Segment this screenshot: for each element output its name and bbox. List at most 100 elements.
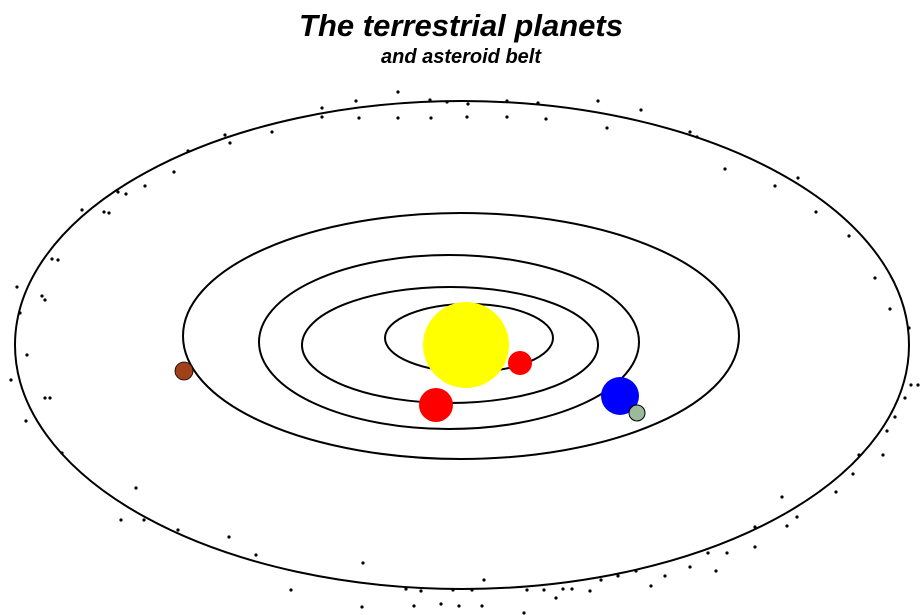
asteroid-dot	[814, 210, 818, 214]
asteroid-dot	[616, 574, 620, 578]
asteroid-dot	[412, 604, 416, 608]
asteroid-dot	[753, 545, 757, 549]
asteroid-dot	[40, 294, 44, 298]
asteroid-dot	[357, 116, 361, 120]
mercury-planet	[508, 351, 532, 375]
asteroid-dot	[25, 353, 29, 357]
asteroid-dot	[56, 258, 60, 262]
asteroid-dot	[80, 208, 84, 212]
asteroid-dot	[605, 126, 609, 130]
asteroid-dot	[466, 102, 470, 106]
asteroid-dot	[505, 99, 509, 103]
sun	[423, 302, 509, 388]
mars-planet	[174, 361, 194, 381]
asteroid-dot	[134, 486, 138, 490]
asteroid-dot	[124, 192, 128, 196]
moon	[628, 404, 646, 422]
asteroid-dot	[419, 589, 423, 593]
asteroid-dot	[270, 130, 274, 134]
asteroid-dot	[851, 472, 855, 476]
asteroid-dot	[172, 170, 176, 174]
asteroid-dot	[544, 117, 548, 121]
asteroid-dot	[320, 106, 324, 110]
asteroid-dot	[639, 108, 643, 112]
asteroid-dot	[107, 211, 111, 215]
asteroid-dot	[795, 515, 799, 519]
asteroid-dot	[505, 115, 509, 119]
asteroid-dot	[688, 130, 692, 134]
asteroid-dot	[480, 604, 484, 608]
asteroid-dot	[570, 587, 574, 591]
asteroid-dot	[706, 551, 710, 555]
asteroid-dot	[396, 116, 400, 120]
asteroid-dot	[50, 257, 54, 261]
asteroid-dot	[885, 429, 889, 433]
asteroid-dot	[482, 578, 486, 582]
asteroid-dot	[903, 396, 907, 400]
asteroid-dot	[588, 589, 592, 593]
asteroid-dot	[561, 587, 565, 591]
asteroid-dot	[451, 588, 455, 592]
asteroid-dot	[289, 588, 293, 592]
asteroid-dot	[780, 495, 784, 499]
asteroid-dot	[888, 307, 892, 311]
asteroid-dot	[24, 419, 28, 423]
asteroid-dot	[43, 396, 47, 400]
asteroid-dot	[116, 190, 120, 194]
asteroid-dot	[465, 115, 469, 119]
asteroid-dot	[873, 276, 877, 280]
asteroid-dot	[43, 298, 47, 302]
asteroid-dot	[445, 100, 449, 104]
asteroid-dot	[142, 518, 146, 522]
earth-orbit	[258, 254, 640, 430]
asteroid-dot	[525, 588, 529, 592]
asteroid-dot	[916, 383, 920, 387]
asteroid-dot	[893, 415, 897, 419]
asteroid-dot	[796, 176, 800, 180]
asteroid-dot	[254, 553, 258, 557]
asteroid-dot	[470, 588, 474, 592]
asteroid-dot	[522, 611, 526, 615]
asteroid-dot	[119, 518, 123, 522]
asteroid-dot	[695, 135, 699, 139]
asteroid-dot	[143, 184, 147, 188]
asteroid-dot	[554, 596, 558, 600]
venus-planet	[419, 388, 453, 422]
asteroid-dot	[320, 115, 324, 119]
asteroid-dot	[599, 578, 603, 582]
asteroid-dot	[360, 605, 364, 609]
asteroid-dot	[102, 210, 106, 214]
asteroid-dot	[186, 149, 190, 153]
asteroid-dot	[223, 133, 227, 137]
asteroid-dot	[909, 383, 913, 387]
diagram-subtitle: and asteroid belt	[381, 46, 542, 68]
asteroid-dot	[723, 167, 727, 171]
asteroid-dot	[227, 535, 231, 539]
asteroid-dot	[753, 525, 757, 529]
asteroid-dot	[15, 285, 19, 289]
asteroid-dot	[663, 574, 667, 578]
asteroid-dot	[847, 234, 851, 238]
asteroid-dot	[725, 551, 729, 555]
asteroid-dot	[439, 602, 443, 606]
asteroid-dot	[634, 569, 638, 573]
asteroid-dot	[688, 565, 692, 569]
asteroid-dot	[536, 101, 540, 105]
asteroid-dot	[429, 116, 433, 120]
asteroid-belt-dots	[9, 90, 920, 615]
asteroid-dot	[834, 490, 838, 494]
asteroid-dot	[907, 326, 911, 330]
asteroid-dot	[542, 588, 546, 592]
diagram-title: The terrestrial planets	[299, 8, 623, 43]
asteroid-dot	[354, 99, 358, 103]
asteroid-dot	[60, 451, 64, 455]
asteroid-dot	[857, 453, 861, 457]
asteroid-dot	[428, 98, 432, 102]
asteroid-dot	[457, 604, 461, 608]
asteroid-dot	[9, 378, 13, 382]
asteroid-belt-ring	[14, 100, 910, 590]
asteroid-dot	[773, 184, 777, 188]
asteroid-dot	[361, 561, 365, 565]
asteroid-dot	[18, 311, 22, 315]
